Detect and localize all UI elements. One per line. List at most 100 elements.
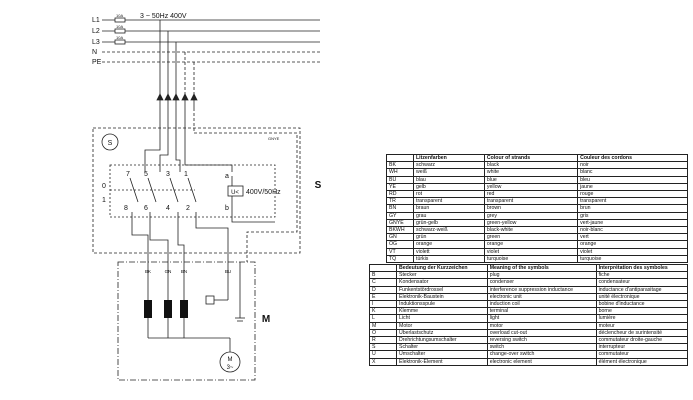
table-cell: moteur (595, 321, 689, 330)
table-cell: turquoise (483, 254, 579, 264)
table-cell: violet (577, 247, 688, 256)
table-header-cell (386, 153, 414, 163)
table-header-row: Bedeutung der Kurzzeichen Meaning of the… (369, 263, 689, 273)
table-cell: red (483, 190, 579, 199)
table-header-cell (369, 263, 397, 273)
table-cell: induction coil (486, 300, 597, 309)
table-cell: change-over switch (486, 350, 597, 359)
table-cell: green (483, 233, 579, 242)
table-cell: jaune (577, 182, 688, 192)
table-cell: L (369, 314, 397, 323)
table-cell: M (369, 321, 397, 330)
coil-voltage-label: 400V/50Hz (246, 189, 281, 196)
table-cell: noir (577, 161, 688, 170)
table-cell: turquoise (577, 254, 688, 264)
fuse-label: 10A (116, 13, 123, 18)
fuse-label: 10A (116, 24, 123, 29)
table-cell: Kondensator (396, 278, 488, 287)
coil-symbol: U< (231, 190, 239, 196)
table-header-cell: Colour of strands (483, 153, 579, 163)
table-cell: I (369, 300, 397, 309)
table-header-cell: Litzenfarben (413, 153, 485, 163)
table-cell: brun (577, 204, 688, 213)
table-cell: Überlastschutz (396, 328, 488, 338)
table-cell: gelb (413, 182, 485, 192)
table-cell: reversing switch (486, 336, 597, 345)
table-cell: bobine d'inductance (595, 300, 689, 309)
terminal-label: 6 (144, 205, 148, 212)
table-cell: GNYE (386, 218, 414, 228)
table-cell: Schalter (396, 343, 488, 352)
wire-label: BU (225, 269, 231, 274)
table-cell: blue (483, 175, 579, 184)
table-cell: vert-jaune (577, 218, 688, 228)
table-cell: fiche (595, 271, 689, 280)
table-header-cell: Meaning of the symbols (486, 263, 597, 273)
table-cell: condensateur (595, 278, 689, 287)
table-cell: switch (486, 343, 597, 352)
table-cell: Klemme (396, 307, 488, 316)
table-cell: orange (577, 240, 688, 249)
terminal-label: 8 (124, 205, 128, 212)
switch-circle-label: S (108, 140, 113, 147)
table-cell: orange (413, 240, 485, 249)
switch-side-label: S (315, 180, 322, 191)
table-cell: orange (483, 240, 579, 249)
table-cell: GN (386, 233, 414, 242)
terminal-label: 3 (166, 171, 170, 178)
table-cell: vert (577, 233, 688, 242)
table-cell: terminal (486, 307, 597, 316)
table-cell: Umschalter (396, 350, 488, 359)
table-cell: yellow (483, 182, 579, 192)
table-cell: BK (386, 161, 414, 170)
table-cell: WH (386, 168, 414, 177)
table-header-cell: Bedeutung der Kurzzeichen (396, 263, 488, 273)
table-cell: OG (386, 240, 414, 249)
table-cell: Funkentstördrossel (396, 285, 488, 294)
table-cell: interrupteur (595, 343, 689, 352)
table-cell: electronic element (486, 357, 597, 366)
table-cell: bleu (577, 175, 688, 184)
line-label-l2: L2 (92, 28, 100, 35)
table-cell: motor (486, 321, 597, 330)
wire-colors-table: Litzenfarben Colour of strands Couleur d… (386, 153, 688, 264)
table-cell: grey (483, 211, 579, 220)
table-cell: BU (386, 175, 414, 184)
table-cell: U (369, 350, 397, 359)
position-label: 1 (102, 197, 106, 204)
table-cell: commutateur droite-gauche (595, 336, 689, 345)
table-cell: R (369, 336, 397, 345)
terminal-label: 4 (166, 205, 170, 212)
table-cell: YE (386, 182, 414, 192)
table-cell: grün (413, 233, 485, 242)
table-cell: violett (413, 247, 485, 256)
table-cell: GY (386, 211, 414, 220)
motor-box-label: M (262, 314, 270, 325)
terminal-label: 2 (186, 205, 190, 212)
line-label-l1: L1 (92, 17, 100, 24)
table-cell: weiß (413, 168, 485, 177)
table-cell: Elektronik-Baustein (396, 292, 488, 302)
motor-symbol-sub: 3~ (227, 365, 234, 371)
table-cell: plug (486, 271, 597, 280)
table-cell: B (369, 271, 397, 280)
table-cell: gris (577, 211, 688, 220)
table-cell: blanc (577, 168, 688, 177)
